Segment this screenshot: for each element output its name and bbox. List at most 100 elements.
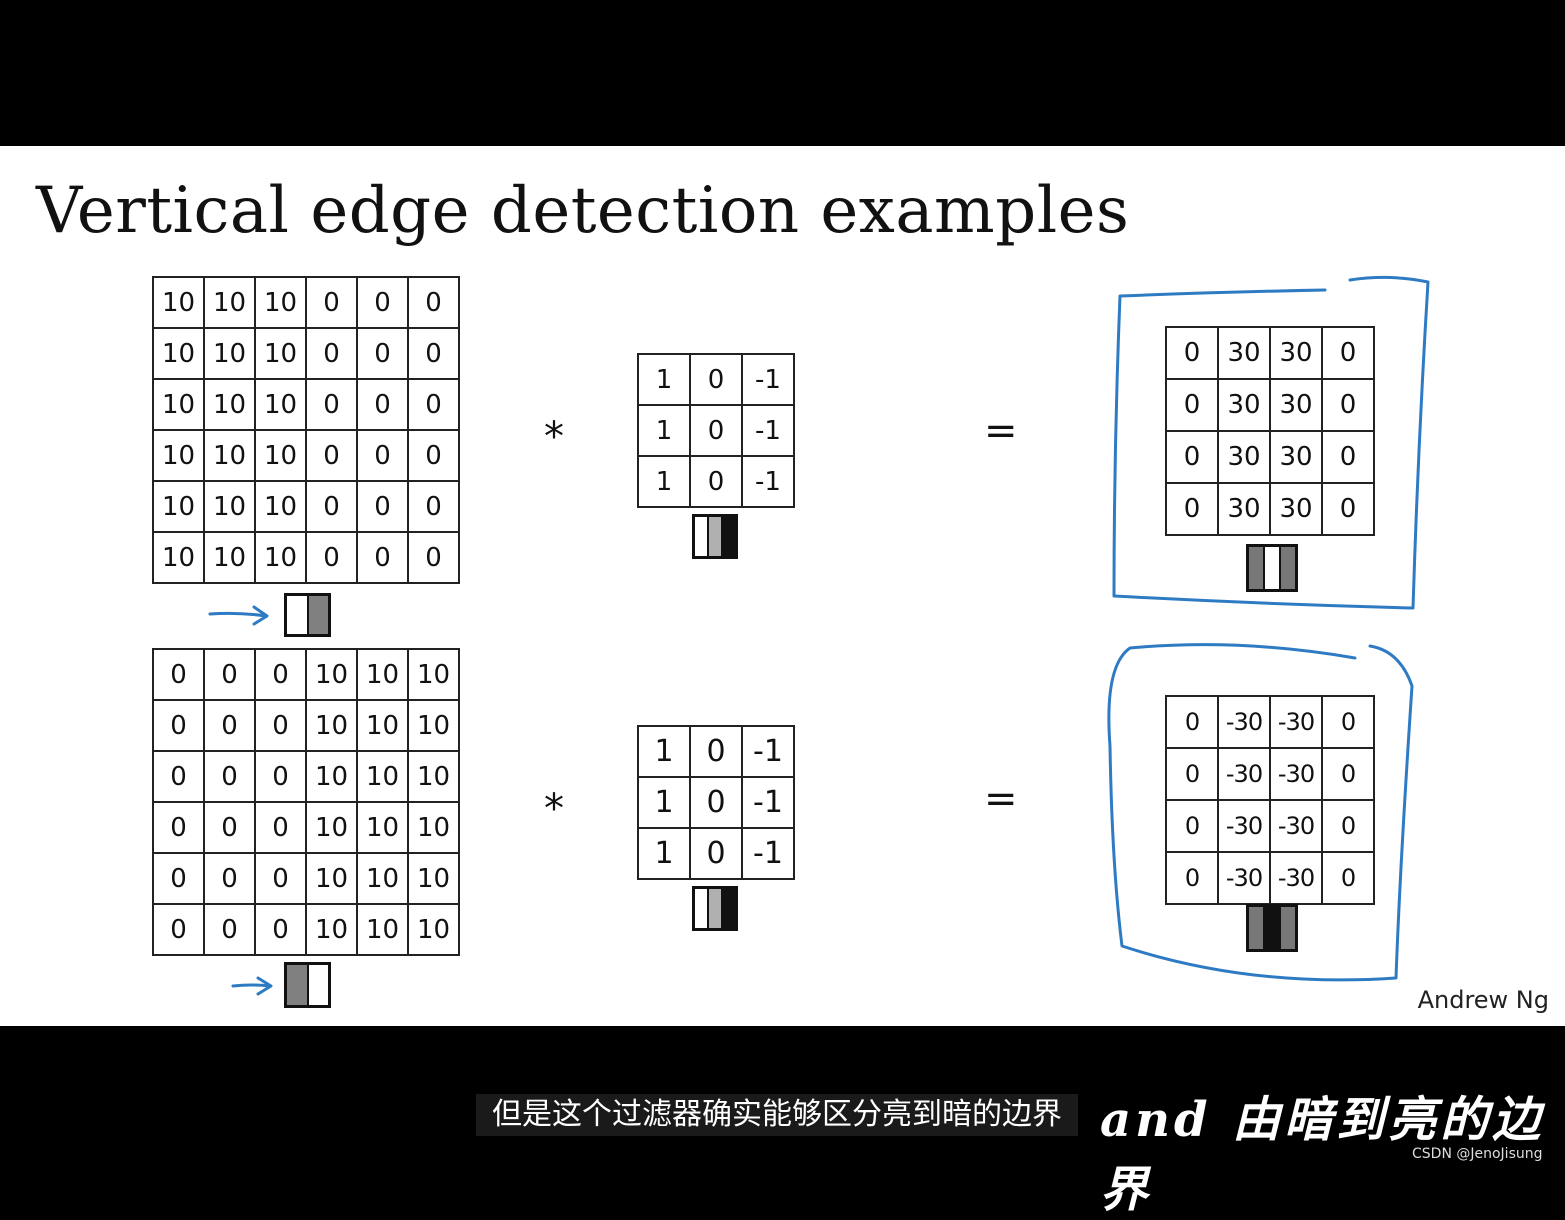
input-2-cell: 10 <box>305 801 358 854</box>
output-2-cell: 0 <box>1321 799 1375 853</box>
input-2-cell: 10 <box>407 852 460 905</box>
input-2-cell: 0 <box>254 699 307 752</box>
watermark: CSDN @JenoJisung <box>1412 1146 1543 1162</box>
swatch-band <box>1249 547 1263 589</box>
input-2-cell: 10 <box>356 903 409 956</box>
arrow-annotation-1 <box>208 605 269 626</box>
input-1-cell: 10 <box>254 429 307 482</box>
input-1-cell: 0 <box>407 429 460 482</box>
input-2-cell: 0 <box>203 648 256 701</box>
output-2-cell: 0 <box>1165 695 1219 749</box>
filter-2-cell: 1 <box>637 776 691 829</box>
output-1-cell: 30 <box>1217 482 1271 536</box>
input-2-cell: 10 <box>356 852 409 905</box>
input-2-cell: 10 <box>407 699 460 752</box>
filter-1-cell: 0 <box>689 353 743 406</box>
output-1-cell: 0 <box>1165 430 1219 484</box>
filter-swatch-2 <box>692 886 738 931</box>
input-2-cell: 0 <box>152 699 205 752</box>
input-1-cell: 0 <box>356 480 409 533</box>
output-1-cell: 30 <box>1269 378 1323 432</box>
output-1-cell: 30 <box>1217 430 1271 484</box>
input-2-cell: 10 <box>305 648 358 701</box>
output-2-cell: -30 <box>1269 851 1323 905</box>
input-1-cell: 10 <box>203 480 256 533</box>
output-1-cell: 0 <box>1165 378 1219 432</box>
input-2-cell: 10 <box>305 903 358 956</box>
input-1-cell: 0 <box>407 327 460 380</box>
convolution-operator-2: * <box>544 786 564 832</box>
filter-swatch-1 <box>692 514 738 559</box>
output-1-cell: 30 <box>1269 430 1323 484</box>
swatch-band <box>287 965 307 1005</box>
input-1-cell: 0 <box>407 531 460 584</box>
input-1-cell: 0 <box>305 429 358 482</box>
swatch-band <box>721 889 735 928</box>
filter-2-cell: -1 <box>741 725 795 778</box>
swatch-band <box>707 517 721 556</box>
filter-2-cell: 1 <box>637 725 691 778</box>
input-2-cell: 0 <box>203 750 256 803</box>
filter-1-cell: 1 <box>637 353 691 406</box>
input-1-cell: 0 <box>407 378 460 431</box>
filter-2-cell: 0 <box>689 827 743 880</box>
output-swatch-2 <box>1246 904 1298 952</box>
subtitle-caption: 但是这个过滤器确实能够区分亮到暗的边界 <box>476 1094 1078 1136</box>
equals-operator-1: = <box>984 408 1018 454</box>
input-1-cell: 10 <box>254 276 307 329</box>
convolution-operator-1: * <box>544 414 564 460</box>
output-1-cell: 0 <box>1321 482 1375 536</box>
input-1-cell: 10 <box>203 327 256 380</box>
input-swatch-2 <box>284 962 331 1008</box>
input-2-cell: 0 <box>152 801 205 854</box>
swatch-band <box>306 965 328 1005</box>
filter-1-cell: 0 <box>689 455 743 508</box>
swatch-band <box>1263 547 1279 589</box>
input-1-cell: 10 <box>152 429 205 482</box>
equals-operator-2: = <box>984 776 1018 822</box>
arrow-annotation-2 <box>231 976 273 996</box>
output-2-cell: 0 <box>1165 799 1219 853</box>
input-1-cell: 10 <box>152 480 205 533</box>
filter-1-cell: -1 <box>741 404 795 457</box>
input-2-cell: 0 <box>254 648 307 701</box>
input-2-cell: 10 <box>356 801 409 854</box>
output-2-cell: 0 <box>1165 747 1219 801</box>
input-2-cell: 0 <box>203 801 256 854</box>
input-1-cell: 10 <box>254 531 307 584</box>
input-1-cell: 10 <box>254 378 307 431</box>
output-1-cell: 0 <box>1165 482 1219 536</box>
input-1-cell: 0 <box>305 531 358 584</box>
input-1-cell: 10 <box>254 480 307 533</box>
swatch-band <box>695 889 707 928</box>
input-swatch-1 <box>284 593 331 637</box>
input-1-cell: 0 <box>356 531 409 584</box>
output-1-cell: 30 <box>1217 378 1271 432</box>
output-2-cell: -30 <box>1217 747 1271 801</box>
input-2-cell: 10 <box>356 699 409 752</box>
swatch-band <box>1279 547 1295 589</box>
input-1-cell: 10 <box>254 327 307 380</box>
input-1-cell: 0 <box>407 480 460 533</box>
input-2-cell: 0 <box>254 801 307 854</box>
input-1-cell: 10 <box>152 531 205 584</box>
input-1-cell: 10 <box>203 429 256 482</box>
